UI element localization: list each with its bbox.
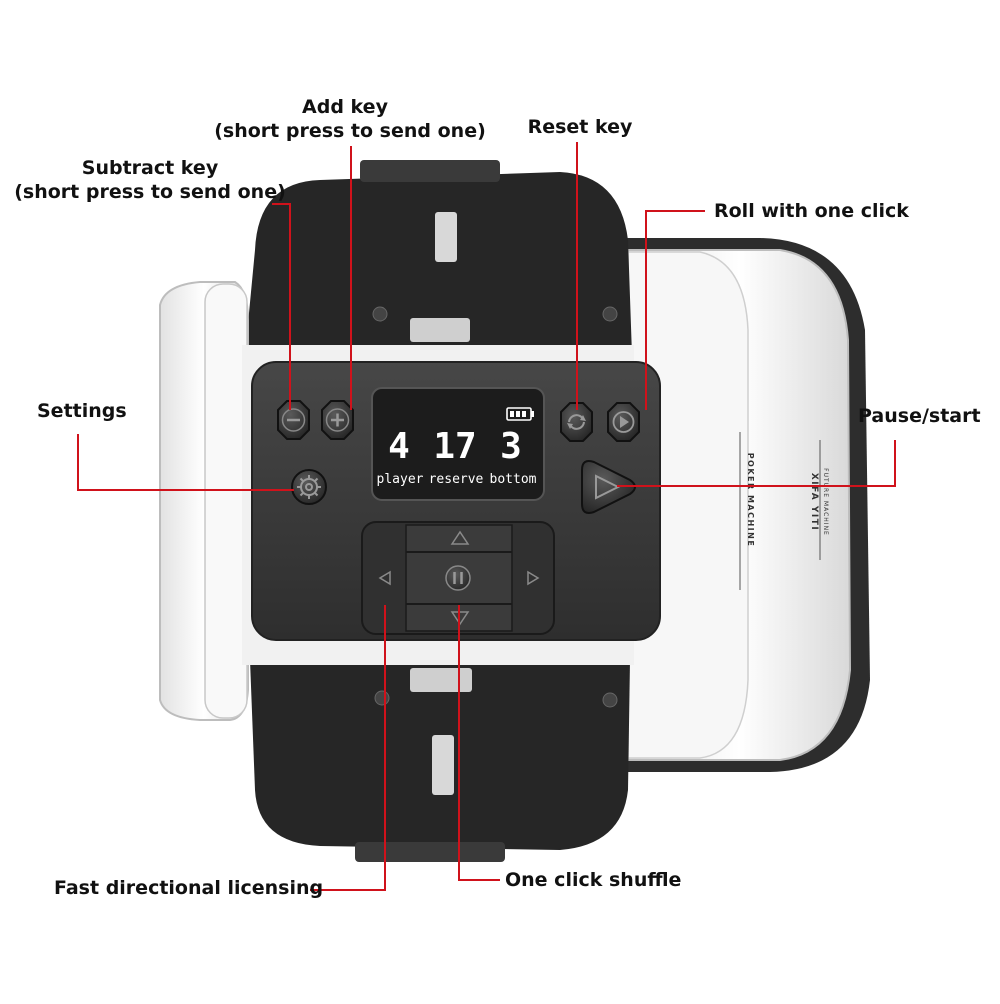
top-tray-lip	[360, 160, 500, 182]
reset-button[interactable]	[560, 402, 593, 442]
gear-icon	[297, 475, 321, 499]
arrow-right-icon	[527, 570, 540, 586]
arrow-up-icon	[450, 530, 470, 545]
roll-button[interactable]	[607, 402, 640, 442]
add-button[interactable]	[321, 400, 354, 440]
top-roller	[435, 212, 457, 262]
screw-3	[374, 690, 390, 706]
arrow-left-icon	[378, 570, 391, 586]
bottom-wheel	[410, 668, 472, 692]
top-wheel	[410, 318, 470, 342]
leader-lines	[77, 142, 896, 891]
add-key-label: Add key	[302, 96, 388, 118]
side-text-brand: XIFA YITI	[809, 473, 819, 531]
pause-start-label: Pause/start	[858, 405, 981, 427]
side-text-poker: POKER MACHINE	[746, 453, 755, 548]
leader-roll	[645, 210, 705, 410]
subtract-key-sublabel: (short press to send one)	[14, 181, 286, 203]
reserve-caption: reserve	[429, 472, 484, 487]
subtract-button[interactable]	[277, 400, 310, 440]
reserve-count: 17	[433, 426, 476, 467]
bottom-tray-lip	[355, 842, 505, 862]
player-count: 4	[388, 426, 410, 467]
play-icon	[612, 411, 635, 433]
side-text-future: FUTURE MACHINE	[822, 468, 829, 536]
screw-2	[602, 306, 618, 322]
leader-fast-directional	[310, 605, 386, 891]
play-icon	[595, 474, 621, 500]
reset-key-label: Reset key	[527, 116, 633, 138]
leader-shuffle	[458, 605, 500, 881]
arrow-right-button[interactable]	[527, 570, 540, 586]
bottom-caption: bottom	[490, 472, 537, 487]
arrow-left-button[interactable]	[378, 570, 391, 586]
top-tray	[245, 172, 632, 355]
screw-1	[372, 306, 388, 322]
bottom-roller	[432, 735, 454, 795]
lcd-display	[371, 387, 545, 501]
fast-directional-label: Fast directional licensing	[54, 877, 324, 899]
battery-icon	[506, 407, 534, 421]
leader-pause-start	[617, 440, 896, 487]
bottom-count: 3	[500, 426, 522, 467]
leader-subtract-key	[272, 203, 291, 410]
pause-icon	[453, 572, 463, 584]
subtract-key-label: Subtract key	[81, 157, 219, 179]
settings-label: Settings	[37, 400, 127, 422]
plus-icon	[325, 408, 350, 432]
shuffle-button[interactable]	[445, 565, 471, 591]
roll-label: Roll with one click	[714, 200, 909, 222]
shuffle-label: One click shuffle	[505, 869, 682, 891]
player-caption: player	[377, 472, 424, 487]
arrow-up-button[interactable]	[450, 530, 470, 545]
leader-settings	[77, 434, 294, 491]
pause-start-button[interactable]	[581, 460, 636, 514]
left-housing-ring	[204, 283, 248, 719]
settings-button[interactable]	[291, 469, 327, 505]
screw-4	[602, 692, 618, 708]
reset-icon	[567, 414, 586, 430]
minus-icon	[281, 408, 306, 432]
add-key-sublabel: (short press to send one)	[214, 120, 486, 142]
